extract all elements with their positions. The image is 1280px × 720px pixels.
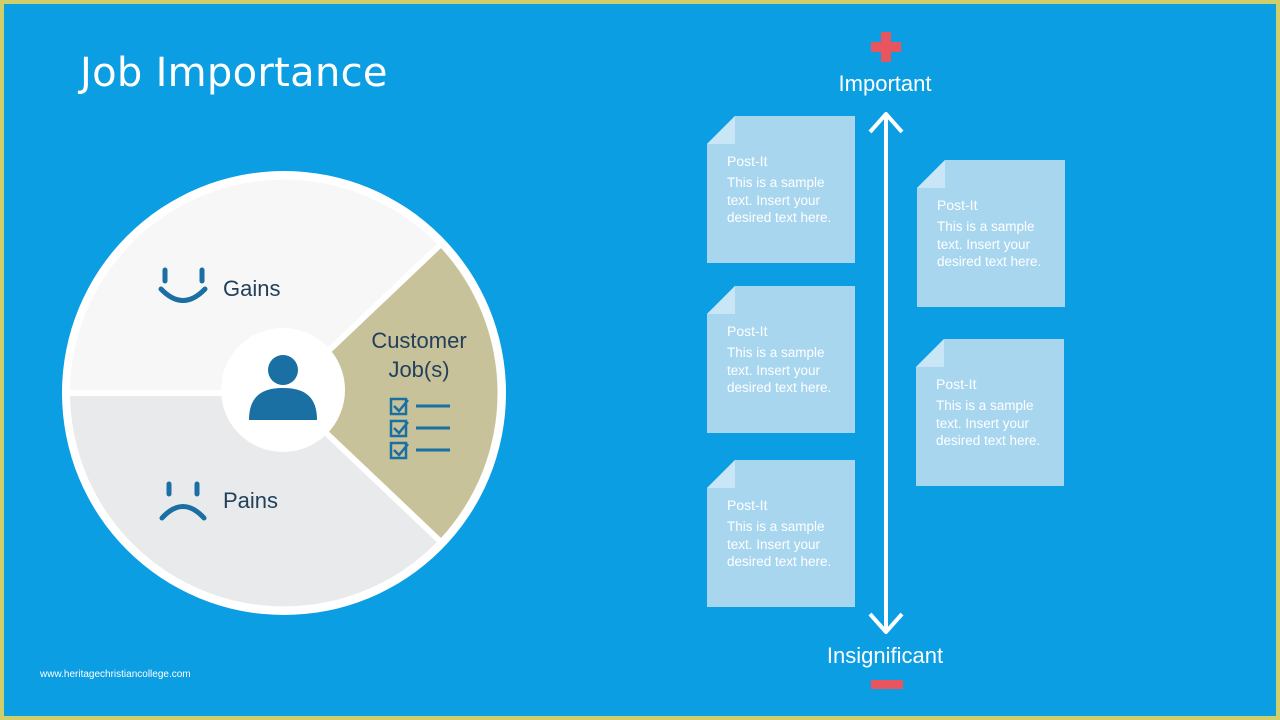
postit-note[interactable]: Post-It This is a sample text. Insert yo… bbox=[707, 286, 855, 433]
page-fold-icon bbox=[707, 460, 735, 488]
page-fold-icon bbox=[916, 339, 944, 367]
slide-title: Job Importance bbox=[80, 50, 388, 96]
pains-label: Pains bbox=[223, 488, 278, 513]
page-fold-icon bbox=[917, 160, 945, 188]
axis-bottom-label: Insignificant bbox=[826, 643, 944, 668]
slide: Job Importance bbox=[4, 4, 1276, 716]
axis-arrow-down bbox=[868, 612, 904, 634]
postit-body: This is a sample text. Insert your desir… bbox=[727, 175, 832, 225]
axis-arrow-up bbox=[868, 112, 904, 134]
postit-body: This is a sample text. Insert your desir… bbox=[936, 398, 1041, 448]
postit-title: Post-It bbox=[937, 197, 978, 213]
page-fold-icon bbox=[707, 286, 735, 314]
customer-jobs-label-line2: Job(s) bbox=[388, 357, 449, 382]
postit-body: This is a sample text. Insert your desir… bbox=[727, 345, 832, 395]
gains-label: Gains bbox=[223, 276, 280, 301]
person-icon bbox=[249, 355, 317, 420]
axis-top-label: Important bbox=[838, 71, 932, 96]
value-proposition-circle: Gains Pains Customer Job(s) bbox=[62, 32, 904, 689]
customer-jobs-label-line1: Customer bbox=[371, 328, 466, 353]
postit-note[interactable]: Post-It This is a sample text. Insert yo… bbox=[917, 160, 1065, 307]
plus-icon bbox=[871, 32, 901, 62]
checklist-icon bbox=[389, 397, 450, 460]
smile-icon bbox=[158, 267, 208, 303]
frown-icon bbox=[159, 481, 207, 521]
customer-jobs-segment bbox=[284, 247, 498, 539]
postit-note[interactable]: Post-It This is a sample text. Insert yo… bbox=[707, 116, 855, 263]
postit-body: This is a sample text. Insert your desir… bbox=[937, 219, 1042, 269]
postit-note[interactable]: Post-It This is a sample text. Insert yo… bbox=[707, 460, 855, 607]
footer-url: www.heritagechristiancollege.com bbox=[40, 669, 191, 680]
minus-icon bbox=[871, 680, 903, 689]
postit-note[interactable]: Post-It This is a sample text. Insert yo… bbox=[916, 339, 1064, 486]
postit-title: Post-It bbox=[936, 376, 977, 392]
postit-title: Post-It bbox=[727, 497, 768, 513]
importance-axis bbox=[868, 112, 904, 634]
postit-title: Post-It bbox=[727, 153, 768, 169]
page-fold-icon bbox=[707, 116, 735, 144]
postit-title: Post-It bbox=[727, 323, 768, 339]
gains-segment bbox=[70, 179, 438, 393]
postit-body: This is a sample text. Insert your desir… bbox=[727, 519, 832, 569]
pains-segment bbox=[70, 393, 438, 607]
